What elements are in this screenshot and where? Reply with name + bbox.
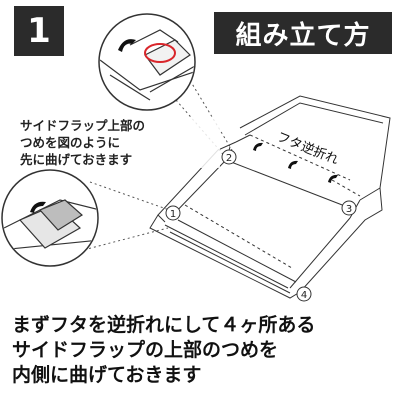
- corner-number-2: 2: [226, 153, 232, 164]
- fold-arrow-icon: [30, 201, 46, 213]
- corner-markers: 2 1 3 4: [165, 149, 357, 302]
- instruction-line: サイドフラップの上部のつめを: [12, 339, 279, 361]
- closeup-circle-bottom: [1, 169, 99, 267]
- lid-label: フタ逆折れ: [275, 129, 341, 168]
- note-line: サイドフラップ上部の: [20, 118, 146, 133]
- instruction-line: 内側に曲げておきます: [12, 364, 202, 386]
- corner-number-1: 1: [170, 209, 176, 220]
- instruction-line: まずフタを逆折れにして４ヶ所ある: [12, 314, 316, 336]
- page-title: 組み立て方: [214, 12, 392, 54]
- closeup-circle-top: [98, 13, 196, 111]
- fold-arrow-icon: [288, 160, 298, 169]
- flap-note: サイドフラップ上部の つめを図のように 先に曲げておきます: [20, 117, 220, 168]
- corner-number-3: 3: [346, 204, 352, 215]
- instruction-text: まずフタを逆折れにして４ヶ所ある サイドフラップの上部のつめを 内側に曲げておき…: [12, 313, 396, 388]
- corner-number-4: 4: [301, 290, 307, 301]
- highlight-circle: [144, 43, 176, 63]
- step-number-badge: 1: [14, 6, 64, 56]
- fold-arrow-icon: [253, 142, 263, 151]
- fold-arrow-icon: [118, 39, 136, 52]
- note-line: 先に曲げておきます: [20, 152, 133, 167]
- fold-arrow-icon: [328, 174, 338, 183]
- lid-fold-arrows: [253, 142, 338, 183]
- note-line: つめを図のように: [20, 135, 121, 150]
